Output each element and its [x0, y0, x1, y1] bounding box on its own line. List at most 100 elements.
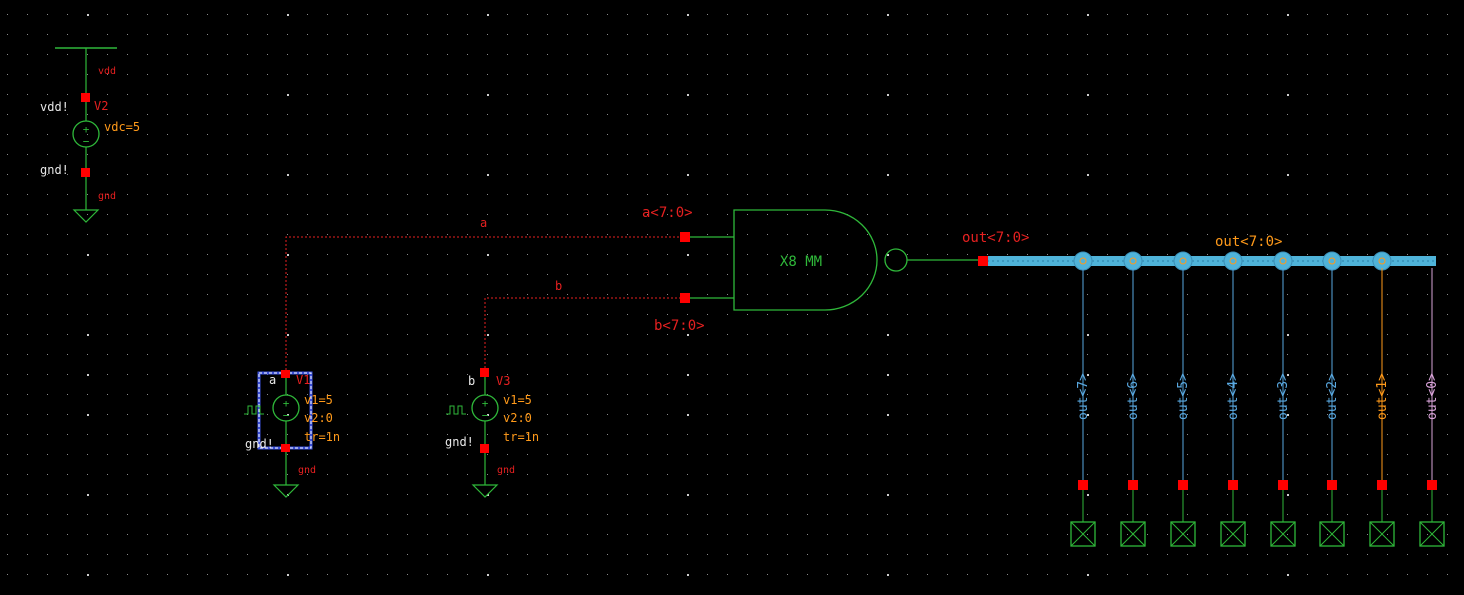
v1-plus-pin[interactable]	[281, 370, 290, 378]
tap-pin[interactable]	[1178, 480, 1188, 490]
minus-icon: −	[283, 409, 290, 422]
bus-ripper[interactable]	[1123, 251, 1143, 271]
bus-tap[interactable]: out<6>	[1120, 251, 1146, 547]
v1-instance-name: V1	[296, 373, 310, 387]
v3-minus-pin[interactable]	[480, 444, 489, 453]
tap-label: out<0>	[1425, 373, 1440, 420]
inversion-bubble	[884, 248, 908, 272]
ripper-dot	[1328, 257, 1336, 265]
net-b-label: b	[555, 279, 562, 293]
ripper-dot	[1378, 257, 1386, 265]
gate-label: X8 MM	[780, 254, 822, 270]
gnd-label: gnd	[98, 191, 116, 202]
nand-gate-x8[interactable]: a<7:0> b<7:0> X8 MM out<7:0>	[642, 205, 1029, 334]
bus-tap[interactable]: out<2>	[1319, 251, 1345, 547]
output-pin[interactable]	[978, 256, 988, 266]
bus-tap[interactable]: out<5>	[1170, 251, 1196, 547]
output-bus-label: out<7:0>	[962, 230, 1029, 246]
net-b-wire[interactable]	[484, 297, 685, 372]
minus-icon: −	[482, 409, 489, 422]
bus-label: out<7:0>	[1215, 234, 1282, 250]
tap-label: out<4>	[1226, 373, 1241, 420]
net-a[interactable]: a	[285, 216, 685, 374]
pulse-source-v1[interactable]: a V1 + − v1=5 v2:0 tr=1n gnd! gnd	[244, 370, 340, 498]
ripper-dot	[1279, 257, 1287, 265]
tap-pin[interactable]	[1377, 480, 1387, 490]
v1-prop-v2: v2:0	[304, 411, 333, 425]
ground-icon	[72, 209, 100, 223]
v3-plus-pin[interactable]	[480, 368, 489, 377]
tap-pin[interactable]	[1327, 480, 1337, 490]
input-a-pin[interactable]	[680, 232, 690, 242]
ground-icon	[272, 484, 300, 498]
tap-label: out<6>	[1126, 373, 1141, 420]
v3-instance-name: V3	[496, 374, 510, 388]
output-bus[interactable]: out<7:0> out<7>out<6>out<5>out<4>out<3>o…	[978, 234, 1445, 547]
input-a-bus-label: a<7:0>	[642, 205, 693, 221]
v3-prop-v2: v2:0	[503, 411, 532, 425]
vdd-label: vdd	[98, 66, 116, 77]
noconn-icon	[1369, 521, 1395, 547]
plus-icon: +	[83, 123, 90, 136]
input-b-bus-label: b<7:0>	[654, 318, 705, 334]
vdd-pin[interactable]	[81, 93, 90, 102]
ripper-dot	[1179, 257, 1187, 265]
v2-instance-name: V2	[94, 99, 108, 113]
v3-prop-tr: tr=1n	[503, 430, 539, 444]
bus-ripper[interactable]	[1273, 251, 1293, 271]
v3-gnd-pin-label: gnd!	[445, 435, 474, 449]
noconn-icon	[1220, 521, 1246, 547]
noconn-icon	[1120, 521, 1146, 547]
v1-prop-tr: tr=1n	[304, 430, 340, 444]
bus-tap[interactable]: out<1>	[1369, 251, 1395, 547]
tap-label: out<5>	[1176, 373, 1191, 420]
gnd-pin[interactable]	[81, 168, 90, 177]
noconn-icon	[1070, 521, 1096, 547]
noconn-icon	[1319, 521, 1345, 547]
vdd-supply-source[interactable]: vdd vdd! V2 + − vdc=5 gnd! gnd	[40, 47, 140, 223]
bus-tap[interactable]: out<7>	[1070, 251, 1096, 547]
ground-icon	[471, 484, 499, 498]
v1-prop-v1: v1=5	[304, 393, 333, 407]
bus-tap[interactable]: out<4>	[1220, 251, 1246, 547]
vdd-pin-label: vdd!	[40, 100, 69, 114]
v1-gnd-label: gnd	[298, 465, 316, 476]
grid-dots	[7, 14, 1448, 576]
pulse-waveform-icon	[446, 405, 466, 415]
pulse-source-v3[interactable]: b V3 + − v1=5 v2:0 tr=1n gnd! gnd	[445, 368, 539, 498]
plus-icon: +	[283, 397, 290, 410]
bus-ripper[interactable]	[1372, 251, 1392, 271]
tap-pin[interactable]	[1427, 480, 1437, 490]
net-a-label: a	[480, 216, 487, 230]
tap-pin[interactable]	[1228, 480, 1238, 490]
bus-ripper[interactable]	[1322, 251, 1342, 271]
tap-label: out<2>	[1325, 373, 1340, 420]
noconn-icon	[1270, 521, 1296, 547]
bus-ripper[interactable]	[1073, 251, 1093, 271]
bus-ripper[interactable]	[1173, 251, 1193, 271]
ripper-dot	[1229, 257, 1237, 265]
bus-ripper[interactable]	[1223, 251, 1243, 271]
tap-pin[interactable]	[1078, 480, 1088, 490]
noconn-icon	[1419, 521, 1445, 547]
pulse-waveform-icon	[244, 405, 264, 415]
tap-pin[interactable]	[1278, 480, 1288, 490]
noconn-icon	[1170, 521, 1196, 547]
bus-tap[interactable]: out<3>	[1270, 251, 1296, 547]
v1-minus-pin[interactable]	[281, 444, 290, 452]
tap-label: out<1>	[1375, 373, 1390, 420]
v3-prop-v1: v1=5	[503, 393, 532, 407]
v1-pin-label: a	[269, 373, 276, 387]
net-b[interactable]: b	[484, 279, 685, 372]
input-b-pin[interactable]	[680, 293, 690, 303]
plus-icon: +	[482, 397, 489, 410]
net-a-wire[interactable]	[285, 236, 685, 374]
tap-label: out<7>	[1076, 373, 1091, 420]
tap-pin[interactable]	[1128, 480, 1138, 490]
ripper-dot	[1129, 257, 1137, 265]
bus-taps: out<7> out<6> out<5> out<4> out<3> out<2> out<…	[1070, 251, 1445, 547]
v2-property: vdc=5	[104, 120, 140, 134]
bus-tap[interactable]: out<0>	[1419, 268, 1445, 547]
